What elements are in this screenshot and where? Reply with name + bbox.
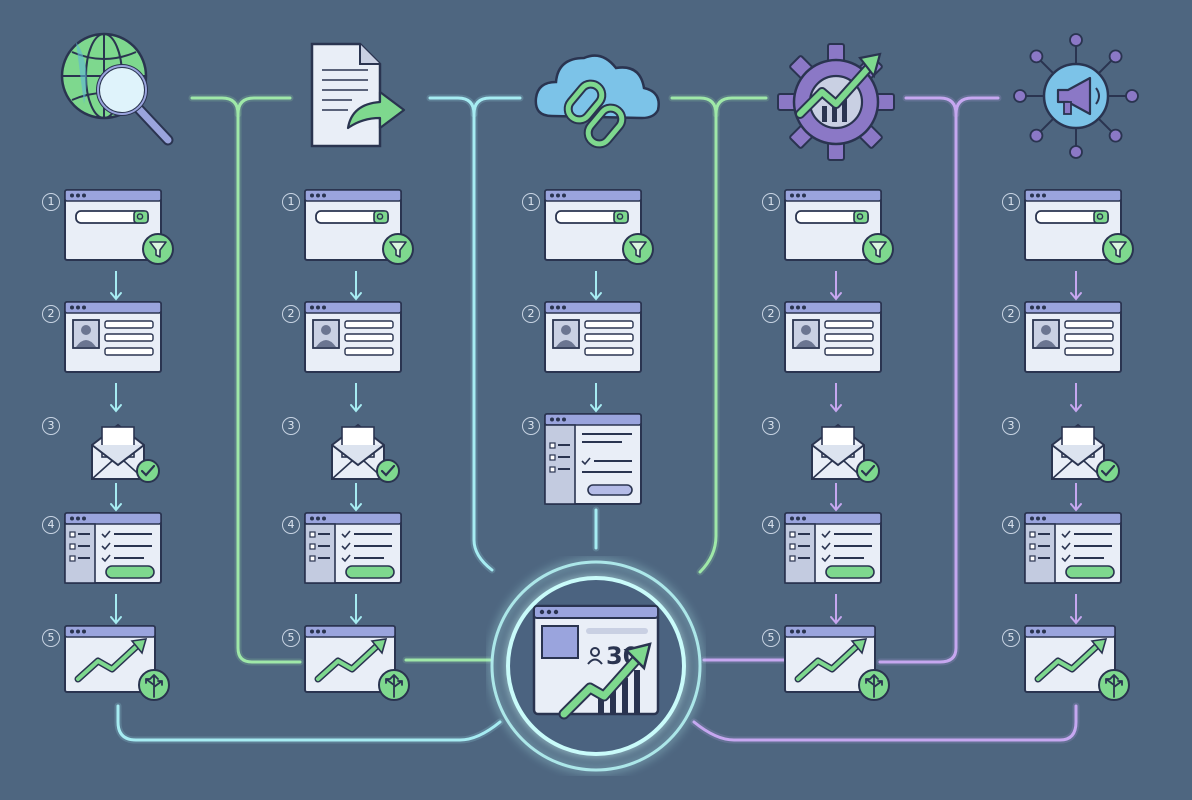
line-hub-to-promotion-bottom xyxy=(690,702,1080,744)
search-filter-icon xyxy=(784,189,894,265)
step-arrow xyxy=(350,483,362,512)
cloud-link-icon xyxy=(534,54,660,149)
step-number: 1 xyxy=(1002,193,1020,211)
step-arrow xyxy=(110,383,122,413)
profile-icon xyxy=(304,301,402,373)
step-number: 5 xyxy=(1002,629,1020,647)
profile-icon xyxy=(1024,301,1122,373)
step-number: 4 xyxy=(762,516,780,534)
step-arrow xyxy=(110,271,122,301)
step-number: 2 xyxy=(1002,305,1020,323)
column-research: 1 2 3 4 xyxy=(42,0,202,800)
step-arrow xyxy=(830,271,842,301)
step-number: 5 xyxy=(42,629,60,647)
line-promotion-branch xyxy=(952,94,1002,118)
step-number: 2 xyxy=(282,305,300,323)
step-number: 3 xyxy=(282,417,300,435)
line-research-branch xyxy=(234,94,294,118)
globe-magnifier-icon xyxy=(60,32,174,146)
growth-chart-icon xyxy=(64,625,170,701)
column-content: 1 2 3 4 xyxy=(282,0,442,800)
step-number: 3 xyxy=(42,417,60,435)
line-content-branch xyxy=(470,94,524,118)
central-dashboard-hub: 30 xyxy=(486,556,706,776)
step-arrow xyxy=(110,483,122,512)
column-promotion: 1 2 3 4 xyxy=(1002,0,1162,800)
step-arrow xyxy=(830,483,842,512)
form-checklist-icon xyxy=(544,413,642,505)
step-number: 1 xyxy=(762,193,780,211)
step-number: 4 xyxy=(282,516,300,534)
dashboard-growth-icon: 30 xyxy=(532,604,660,720)
step-number: 1 xyxy=(282,193,300,211)
checklist-publish-icon xyxy=(784,512,882,584)
step-number: 1 xyxy=(522,193,540,211)
step-number: 3 xyxy=(762,417,780,435)
step-number: 3 xyxy=(522,417,540,435)
step-number: 1 xyxy=(42,193,60,211)
step-arrow xyxy=(1070,271,1082,301)
step-arrow xyxy=(350,383,362,413)
step-number: 2 xyxy=(522,305,540,323)
checklist-publish-icon xyxy=(304,512,402,584)
email-icon xyxy=(91,423,160,483)
profile-icon xyxy=(544,301,642,373)
column-linking: 1 2 3 xyxy=(522,0,682,800)
step-number: 5 xyxy=(762,629,780,647)
email-icon xyxy=(811,423,880,483)
line-linking-branch xyxy=(712,94,770,118)
email-icon xyxy=(1051,423,1120,483)
email-icon xyxy=(331,423,400,483)
step-arrow xyxy=(350,594,362,625)
step-arrow xyxy=(1070,594,1082,625)
step-arrow xyxy=(350,271,362,301)
search-filter-icon xyxy=(64,189,174,265)
step-arrow xyxy=(830,594,842,625)
megaphone-network-icon xyxy=(1013,33,1139,159)
step-arrow xyxy=(1070,483,1082,512)
profile-icon xyxy=(64,301,162,373)
step-arrow xyxy=(830,383,842,413)
step-number: 2 xyxy=(762,305,780,323)
step-number: 5 xyxy=(282,629,300,647)
step-arrow xyxy=(110,594,122,625)
growth-chart-icon xyxy=(304,625,410,701)
search-filter-icon xyxy=(544,189,654,265)
step-arrow xyxy=(590,383,602,413)
step-number: 2 xyxy=(42,305,60,323)
line-research-to-content xyxy=(188,94,304,666)
checklist-publish-icon xyxy=(1024,512,1122,584)
step-arrow xyxy=(590,271,602,301)
step-number: 4 xyxy=(1002,516,1020,534)
line-research-bottom-to-hub xyxy=(114,702,504,744)
document-share-icon xyxy=(310,42,406,148)
search-filter-icon xyxy=(304,189,414,265)
step-number: 3 xyxy=(1002,417,1020,435)
growth-chart-icon xyxy=(1024,625,1130,701)
gear-growth-icon xyxy=(777,43,895,161)
checklist-publish-icon xyxy=(64,512,162,584)
profile-icon xyxy=(784,301,882,373)
step-number: 4 xyxy=(42,516,60,534)
growth-chart-icon xyxy=(784,625,890,701)
line-analytics-to-promotion xyxy=(876,94,960,666)
column-analytics: 1 2 3 4 xyxy=(762,0,922,800)
step-arrow xyxy=(1070,383,1082,413)
search-filter-icon xyxy=(1024,189,1134,265)
